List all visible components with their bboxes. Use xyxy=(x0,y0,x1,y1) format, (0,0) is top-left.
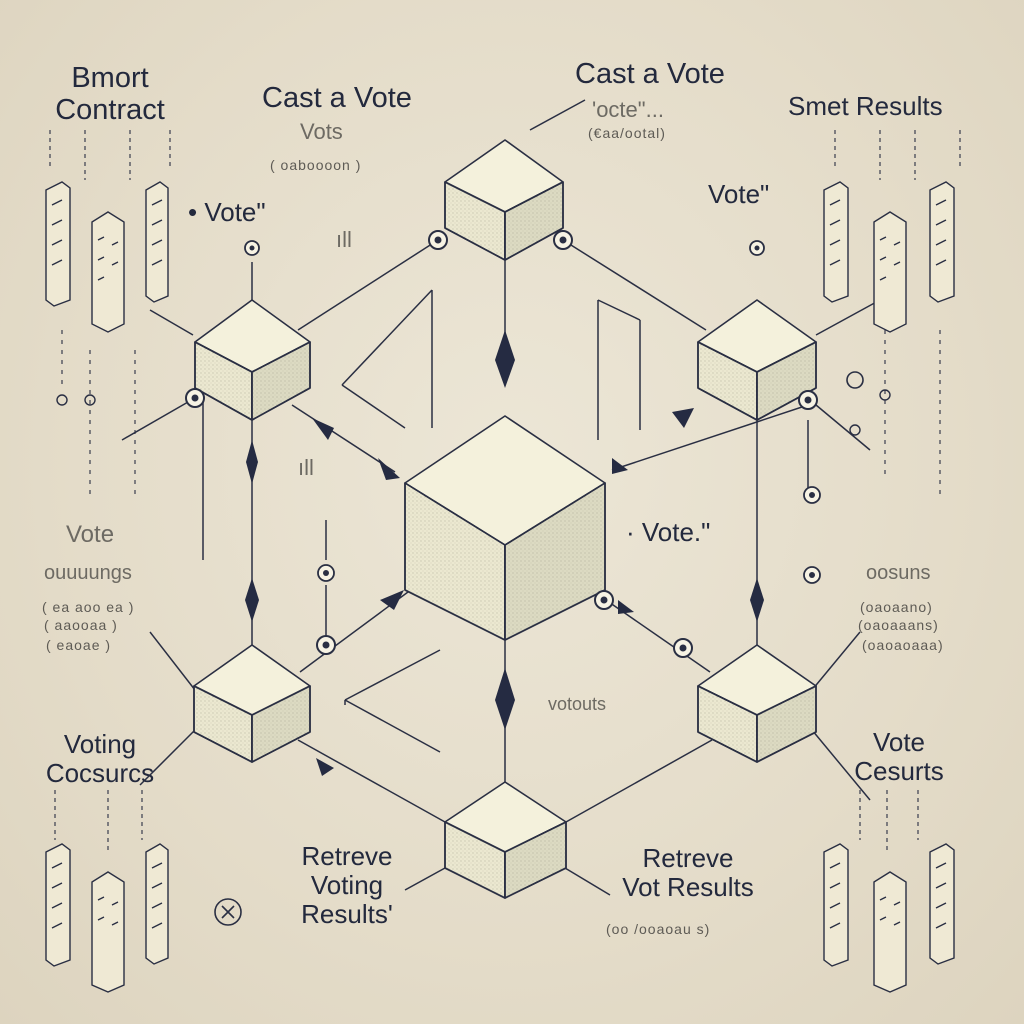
left-mid-sub: ouuuungs xyxy=(44,562,132,584)
x-circle-icon xyxy=(214,898,242,926)
left-mid-note-3: ( eaoae ) xyxy=(46,637,112,653)
circle-dot-icon xyxy=(317,564,335,582)
diamond-arrow-icon xyxy=(612,458,628,474)
cube-bottom xyxy=(444,781,567,899)
diamond-arrow-icon xyxy=(246,440,258,484)
left-mid-title: Vote xyxy=(66,521,115,548)
ballot-columns-icon xyxy=(45,181,169,333)
circle-dot-icon xyxy=(185,388,205,408)
circle-dot-icon xyxy=(803,486,821,504)
diamond-arrow-icon xyxy=(378,458,400,480)
bottom-right-title-line2: Cesurts xyxy=(854,756,944,787)
cast-vote-center-title: Cast a Vote xyxy=(575,58,725,90)
right-mid-note-3: (oaoaoaaa) xyxy=(862,637,944,653)
circle-dot-icon xyxy=(316,635,336,655)
retrieve-right-line2: Vot Results xyxy=(622,872,754,903)
cast-vote-center-note: (€aa/ootal) xyxy=(588,125,666,141)
glyph-mark-right: ıll xyxy=(298,455,314,480)
bottom-left-title-line1: Voting xyxy=(63,729,137,759)
connector-lines xyxy=(121,99,881,896)
bottom-right-title: Vote Cesurts xyxy=(834,727,964,787)
cube-group xyxy=(193,139,817,899)
cube-right-upper xyxy=(697,299,817,421)
ballot-columns-icon xyxy=(823,181,955,333)
circle-dot-icon xyxy=(803,566,821,584)
circle-dot-icon xyxy=(849,424,861,436)
retrieve-vote-results-right: Retreve Vot Results xyxy=(598,843,778,903)
circle-dot-icon xyxy=(56,394,68,406)
retrieve-left-line3: Results' xyxy=(301,899,393,930)
bottom-left-title: Voting Cocsurcs xyxy=(30,729,170,789)
diamond-arrow-icon xyxy=(312,418,334,440)
arrow-heads xyxy=(245,330,764,776)
vote-center-label: · Vote." xyxy=(626,517,711,547)
left-mid-note-2: ( aaooaa ) xyxy=(44,617,118,633)
retrieve-voting-results-left: Retreve Voting Results' xyxy=(272,841,422,930)
ballot-stacks xyxy=(45,181,955,993)
top-right-title: Smet Results xyxy=(788,91,943,121)
cube-center xyxy=(404,415,606,641)
node-markers xyxy=(56,230,891,926)
right-mid-sub: oosuns xyxy=(866,562,931,584)
bottom-right-title-line1: Vote xyxy=(872,727,926,757)
cast-vote-center-sub: 'octe"... xyxy=(592,97,664,122)
circle-dot-icon xyxy=(879,389,891,401)
top-left-title-line1: Bmort xyxy=(71,62,149,94)
top-left-title: Bmort Contract xyxy=(40,62,180,127)
retrieve-left-line1: Retreve xyxy=(301,841,393,871)
diamond-arrow-icon xyxy=(750,578,764,622)
cube-top xyxy=(444,139,564,261)
diamond-arrow-icon xyxy=(245,578,259,622)
cast-vote-left-title: Cast a Vote xyxy=(262,82,412,114)
circle-dot-icon xyxy=(244,240,260,256)
diamond-arrow-icon xyxy=(495,668,515,730)
top-left-title-line2: Contract xyxy=(55,94,165,127)
vote-left-label: • Vote" xyxy=(188,197,266,227)
diamond-arrow-icon xyxy=(380,590,404,610)
left-mid-note-1: ( ea aoo ea ) xyxy=(42,599,135,615)
ballot-columns-icon xyxy=(823,843,955,993)
cast-vote-left-note: ( oaboooon ) xyxy=(270,157,362,173)
vote-right-label: Vote" xyxy=(708,179,770,209)
diamond-arrow-icon xyxy=(618,600,634,614)
diamond-arrow-icon xyxy=(495,330,515,388)
right-mid-note-2: (oaoaaans) xyxy=(858,617,939,633)
ballot-columns-icon xyxy=(45,843,169,993)
cast-vote-left-sub: Vots xyxy=(300,119,343,144)
circle-dot-icon xyxy=(428,230,448,250)
cube-left-upper xyxy=(194,299,311,421)
circle-dot-icon xyxy=(673,638,693,658)
cube-left-lower xyxy=(193,644,311,763)
side-dashes xyxy=(49,130,961,850)
circle-dot-icon xyxy=(553,230,573,250)
diamond-arrow-icon xyxy=(672,408,694,428)
glyph-mark-left: ıll xyxy=(336,227,352,252)
circle-dot-icon xyxy=(84,394,96,406)
center-small-label: votouts xyxy=(548,694,607,714)
retrieve-left-line2: Voting xyxy=(310,870,384,901)
circle-dot-icon xyxy=(798,390,818,410)
cube-right-lower xyxy=(697,644,817,763)
retrieve-right-note: (oo /ooaoau s) xyxy=(606,921,711,937)
retrieve-right-line1: Retreve xyxy=(642,843,734,873)
circle-dot-icon xyxy=(749,240,765,256)
bottom-left-title-line2: Cocsurcs xyxy=(45,758,155,789)
diamond-arrow-icon xyxy=(316,758,334,776)
circle-dot-icon xyxy=(594,590,614,610)
right-mid-note-1: (oaoaano) xyxy=(860,599,933,615)
circle-dot-icon xyxy=(846,371,864,389)
